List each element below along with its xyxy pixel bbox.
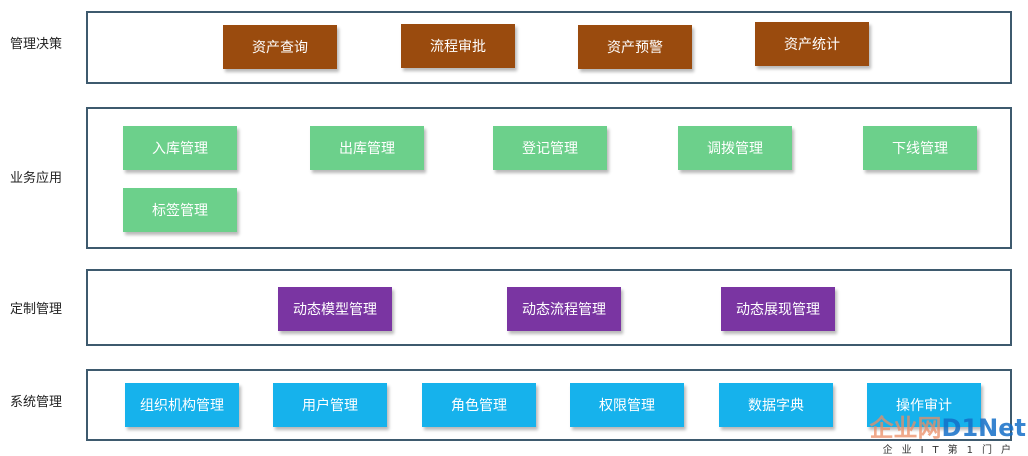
watermark-logo: 企业网D1Net [870,408,1026,443]
row-label-custom: 定制管理 [10,302,63,317]
module-asset-alert[interactable]: 资产预警 [578,25,692,69]
module-registration[interactable]: 登记管理 [493,126,607,170]
panel-custom: 动态模型管理 动态流程管理 动态展现管理 [86,269,1012,346]
row-label-system: 系统管理 [10,395,63,410]
module-user[interactable]: 用户管理 [273,383,387,427]
module-outbound[interactable]: 出库管理 [310,126,424,170]
module-inbound[interactable]: 入库管理 [123,126,237,170]
panel-system: 组织机构管理 用户管理 角色管理 权限管理 数据字典 操作审计 [86,369,1012,441]
module-role[interactable]: 角色管理 [422,383,536,427]
module-workflow-approval[interactable]: 流程审批 [401,24,515,68]
module-data-dictionary[interactable]: 数据字典 [719,383,833,427]
module-asset-query[interactable]: 资产查询 [223,25,337,69]
row-label-business: 业务应用 [10,171,63,186]
module-permission[interactable]: 权限管理 [570,383,684,427]
watermark-en: D1Net [941,414,1026,442]
module-dynamic-display[interactable]: 动态展现管理 [721,287,835,331]
module-dynamic-workflow[interactable]: 动态流程管理 [507,287,621,331]
module-asset-statistics[interactable]: 资产统计 [755,22,869,66]
module-transfer[interactable]: 调拨管理 [678,126,792,170]
watermark-subtitle: 企业IT第1门户 [882,445,1020,456]
module-tag[interactable]: 标签管理 [123,188,237,232]
panel-management: 资产查询 流程审批 资产预警 资产统计 [86,11,1012,84]
module-decommission[interactable]: 下线管理 [863,126,977,170]
d1net-watermark: 企业网D1Net 企业IT第1门户 [846,408,1026,456]
module-organization[interactable]: 组织机构管理 [125,383,239,427]
watermark-cn: 企业网 [869,414,942,442]
row-label-management: 管理决策 [10,37,63,52]
module-dynamic-model[interactable]: 动态模型管理 [278,287,392,331]
panel-business: 入库管理 出库管理 登记管理 调拨管理 下线管理 标签管理 [86,107,1012,249]
module-operation-audit[interactable]: 操作审计 [867,383,981,427]
